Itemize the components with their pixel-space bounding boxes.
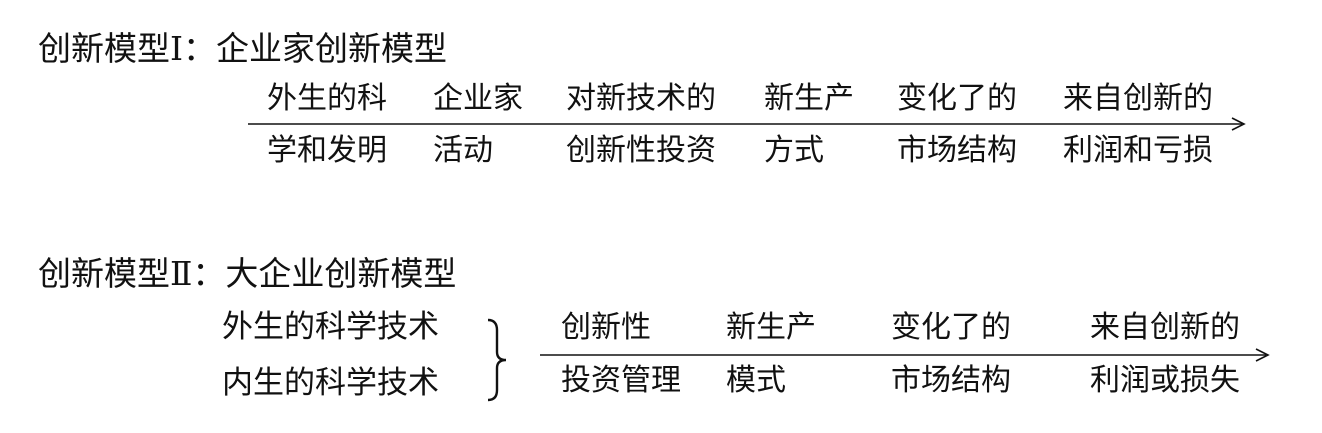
model1-step6-bottom: 利润和亏损	[1063, 133, 1213, 168]
model1-step1-bottom: 学和发明	[267, 133, 387, 168]
model1-step6-top: 来自创新的	[1063, 81, 1213, 116]
model1-step5-bottom: 市场结构	[897, 133, 1017, 168]
model1-step2-bottom: 活动	[433, 133, 493, 168]
model2-source-endogenous: 内生的科学技术	[222, 365, 439, 401]
model2-step1-bottom: 投资管理	[561, 363, 681, 398]
model1-step3-bottom: 创新性投资	[566, 133, 716, 168]
model2-brace	[487, 318, 507, 402]
model2-step2-top: 新生产	[726, 310, 816, 345]
model1-step5-top: 变化了的	[897, 81, 1017, 116]
model1-step4-bottom: 方式	[764, 133, 824, 168]
model2-source-exogenous: 外生的科学技术	[222, 309, 439, 345]
model1-step1-top: 外生的科	[267, 81, 387, 116]
model2-title: 创新模型Ⅱ：大企业创新模型	[38, 254, 457, 293]
model2-step4-bottom: 利润或损失	[1090, 363, 1240, 398]
model1-title: 创新模型Ⅰ：企业家创新模型	[38, 29, 448, 68]
model1-step2-top: 企业家	[433, 81, 523, 116]
model1-step4-top: 新生产	[764, 81, 854, 116]
model2-step2-bottom: 模式	[726, 363, 786, 398]
model2-step4-top: 来自创新的	[1090, 310, 1240, 345]
model2-step3-top: 变化了的	[891, 310, 1011, 345]
model1-step3-top: 对新技术的	[566, 81, 716, 116]
model2-arrow	[540, 348, 1270, 362]
model1-arrow	[248, 117, 1246, 131]
model2-step1-top: 创新性	[561, 310, 651, 345]
model2-step3-bottom: 市场结构	[891, 363, 1011, 398]
